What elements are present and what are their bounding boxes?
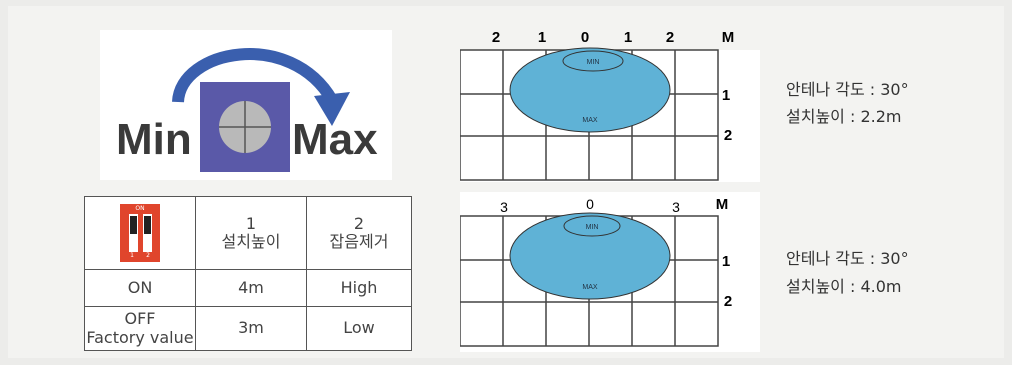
unit-label: M bbox=[716, 196, 729, 213]
row-label: OFF Factory value bbox=[84, 306, 196, 351]
x-tick-label: 0 bbox=[581, 29, 589, 46]
min-label: Min bbox=[116, 115, 192, 164]
header-install-height: 1 설치높이 bbox=[195, 196, 307, 270]
detection-diagram-1: MIN MAX 2 1 0 1 2 M 1 2 bbox=[459, 22, 760, 186]
max-label: Max bbox=[292, 115, 378, 164]
y-tick-label: 1 bbox=[722, 87, 730, 104]
x-tick-label: 0 bbox=[586, 196, 594, 212]
row-label: ON bbox=[84, 269, 196, 307]
row-value: 3m bbox=[195, 306, 307, 351]
table-row: OFF Factory value 3m Low bbox=[84, 306, 412, 351]
x-tick-label: 3 bbox=[500, 199, 508, 215]
x-tick-label: 2 bbox=[492, 29, 500, 46]
min-zone-label: MIN bbox=[587, 59, 600, 66]
x-tick-label: 1 bbox=[624, 29, 632, 46]
unit-label: M bbox=[722, 29, 735, 46]
x-tick-label: 3 bbox=[672, 199, 680, 215]
y-tick-label: 2 bbox=[724, 127, 732, 144]
rotation-arrow-icon bbox=[172, 48, 338, 104]
sensitivity-knob-graphic bbox=[100, 30, 392, 180]
row-value: High bbox=[306, 269, 412, 307]
y-tick-label: 1 bbox=[722, 253, 730, 270]
table-row: ON 4m High bbox=[84, 269, 412, 307]
diagram2-note-angle: 안테나 각도 : 30° bbox=[786, 249, 909, 268]
diagram1-note-angle: 안테나 각도 : 30° bbox=[786, 80, 909, 99]
row-value: Low bbox=[306, 306, 412, 351]
x-tick-label: 1 bbox=[538, 29, 546, 46]
diagram2-note-height: 설치높이 : 4.0m bbox=[786, 277, 902, 296]
y-tick-label: 2 bbox=[724, 293, 732, 310]
diagram1-note-height: 설치높이 : 2.2m bbox=[786, 107, 902, 126]
max-zone-label: MAX bbox=[582, 117, 598, 124]
max-zone-label: MAX bbox=[582, 284, 598, 291]
row-value: 4m bbox=[195, 269, 307, 307]
min-zone-label: MIN bbox=[586, 224, 599, 231]
detection-diagram-2: MIN MAX 3 0 3 M 1 2 bbox=[459, 192, 760, 356]
header-noise-removal: 2 잡음제거 bbox=[306, 196, 412, 270]
x-tick-label: 2 bbox=[666, 29, 674, 46]
